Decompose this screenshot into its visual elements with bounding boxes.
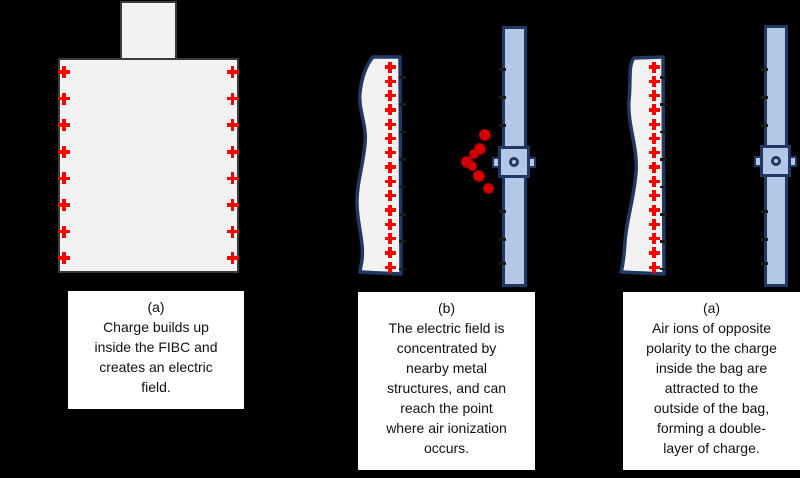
plus-charge-icon <box>384 118 396 130</box>
caption-panel-3: (a) Air ions of opposite polarity to the… <box>622 291 800 471</box>
minus-charge-icon <box>761 210 768 213</box>
minus-charge-icon <box>399 76 406 79</box>
plus-charge-icon <box>384 133 396 144</box>
bag-body <box>58 58 239 273</box>
plus-charge-icon <box>384 61 396 73</box>
ion-dot <box>482 182 494 194</box>
bolt-icon <box>509 157 519 167</box>
plus-charge-icon <box>58 92 70 105</box>
minus-charge-icon <box>499 124 506 127</box>
caption-panel-2: (b) The electric field is concentrated b… <box>357 291 536 471</box>
minus-charge-icon <box>399 240 406 243</box>
minus-charge-icon <box>660 103 667 106</box>
plus-charge-icon <box>384 75 396 87</box>
plus-charge-icon <box>648 247 660 259</box>
plus-charge-icon <box>384 104 396 116</box>
minus-charge-icon <box>660 158 667 161</box>
plus-charge-icon <box>648 161 660 173</box>
plus-charge-icon <box>384 261 396 273</box>
bag-wall-middle <box>355 55 403 276</box>
minus-charge-icon <box>660 130 667 134</box>
minus-charge-icon <box>499 262 506 265</box>
plus-charge-icon <box>384 90 396 102</box>
plus-charge-icon <box>226 119 239 132</box>
ion-dot <box>469 149 479 159</box>
bolt-icon <box>771 156 781 166</box>
bar-connector-block-right <box>760 145 791 177</box>
plus-charge-icon <box>648 90 660 102</box>
caption-label: (b) <box>437 300 456 316</box>
plus-charge-icon <box>58 252 70 265</box>
plus-charge-icon <box>384 204 396 216</box>
plus-charge-icon <box>648 133 660 144</box>
plus-charge-icon <box>648 190 660 202</box>
minus-charge-icon <box>399 130 406 134</box>
caption-label: (a) <box>147 299 165 315</box>
plus-charge-icon <box>58 66 70 78</box>
minus-charge-icon <box>660 76 667 79</box>
plus-charge-icon <box>384 247 396 259</box>
plus-charge-icon <box>226 92 239 105</box>
plus-charge-icon <box>226 199 239 211</box>
plus-charge-icon <box>648 118 660 130</box>
minus-charge-icon <box>499 96 506 99</box>
minus-charge-icon <box>660 185 667 189</box>
minus-charge-icon <box>761 262 768 265</box>
minus-charge-icon <box>399 267 406 271</box>
minus-charge-icon <box>399 158 406 161</box>
caption-text: The electric field is concentrated by ne… <box>386 320 507 456</box>
plus-charge-icon <box>58 225 70 238</box>
caption-panel-1: (a) Charge builds up inside the FIBC and… <box>67 290 245 410</box>
ion-dot <box>479 129 491 141</box>
plus-charge-icon <box>58 145 70 158</box>
minus-charge-icon <box>660 267 667 271</box>
plus-charge-icon <box>384 147 396 159</box>
plus-charge-icon <box>226 66 239 78</box>
plus-charge-icon <box>384 218 396 230</box>
plus-charge-icon <box>648 61 660 73</box>
minus-charge-icon <box>761 96 768 99</box>
plus-charge-icon <box>226 252 239 265</box>
plus-charge-icon <box>384 233 396 245</box>
plus-charge-icon <box>226 225 239 238</box>
plus-charge-icon <box>226 172 239 185</box>
caption-label: (a) <box>702 300 721 316</box>
minus-charge-icon <box>761 68 768 71</box>
plus-charge-icon <box>384 161 396 173</box>
plus-charge-icon <box>648 75 660 87</box>
minus-charge-icon <box>660 213 667 216</box>
minus-charge-icon <box>399 185 406 189</box>
minus-charge-icon <box>499 210 506 213</box>
plus-charge-icon <box>648 261 660 273</box>
minus-charge-icon <box>761 124 768 127</box>
ion-dot <box>473 170 485 182</box>
ion-dot <box>467 161 477 171</box>
plus-charge-icon <box>384 175 396 187</box>
plus-charge-icon <box>648 233 660 245</box>
minus-charge-icon <box>660 240 667 243</box>
plus-charge-icon <box>648 147 660 159</box>
plus-charge-icon <box>648 204 660 216</box>
plus-charge-icon <box>384 190 396 202</box>
minus-charge-icon <box>499 68 506 71</box>
plus-charge-icon <box>58 172 70 185</box>
caption-text: Air ions of opposite polarity to the cha… <box>646 320 777 456</box>
plus-charge-icon <box>58 199 70 211</box>
plus-charge-icon <box>58 119 70 132</box>
minus-charge-icon <box>399 213 406 216</box>
plus-charge-icon <box>648 104 660 116</box>
minus-charge-icon <box>399 103 406 106</box>
plus-charge-icon <box>648 175 660 187</box>
plus-charge-icon <box>226 145 239 158</box>
bag-neck <box>120 1 177 60</box>
minus-charge-icon <box>499 238 506 241</box>
minus-charge-icon <box>761 238 768 241</box>
caption-text: Charge builds up inside the FIBC and cre… <box>94 319 218 395</box>
plus-charge-icon <box>648 218 660 230</box>
